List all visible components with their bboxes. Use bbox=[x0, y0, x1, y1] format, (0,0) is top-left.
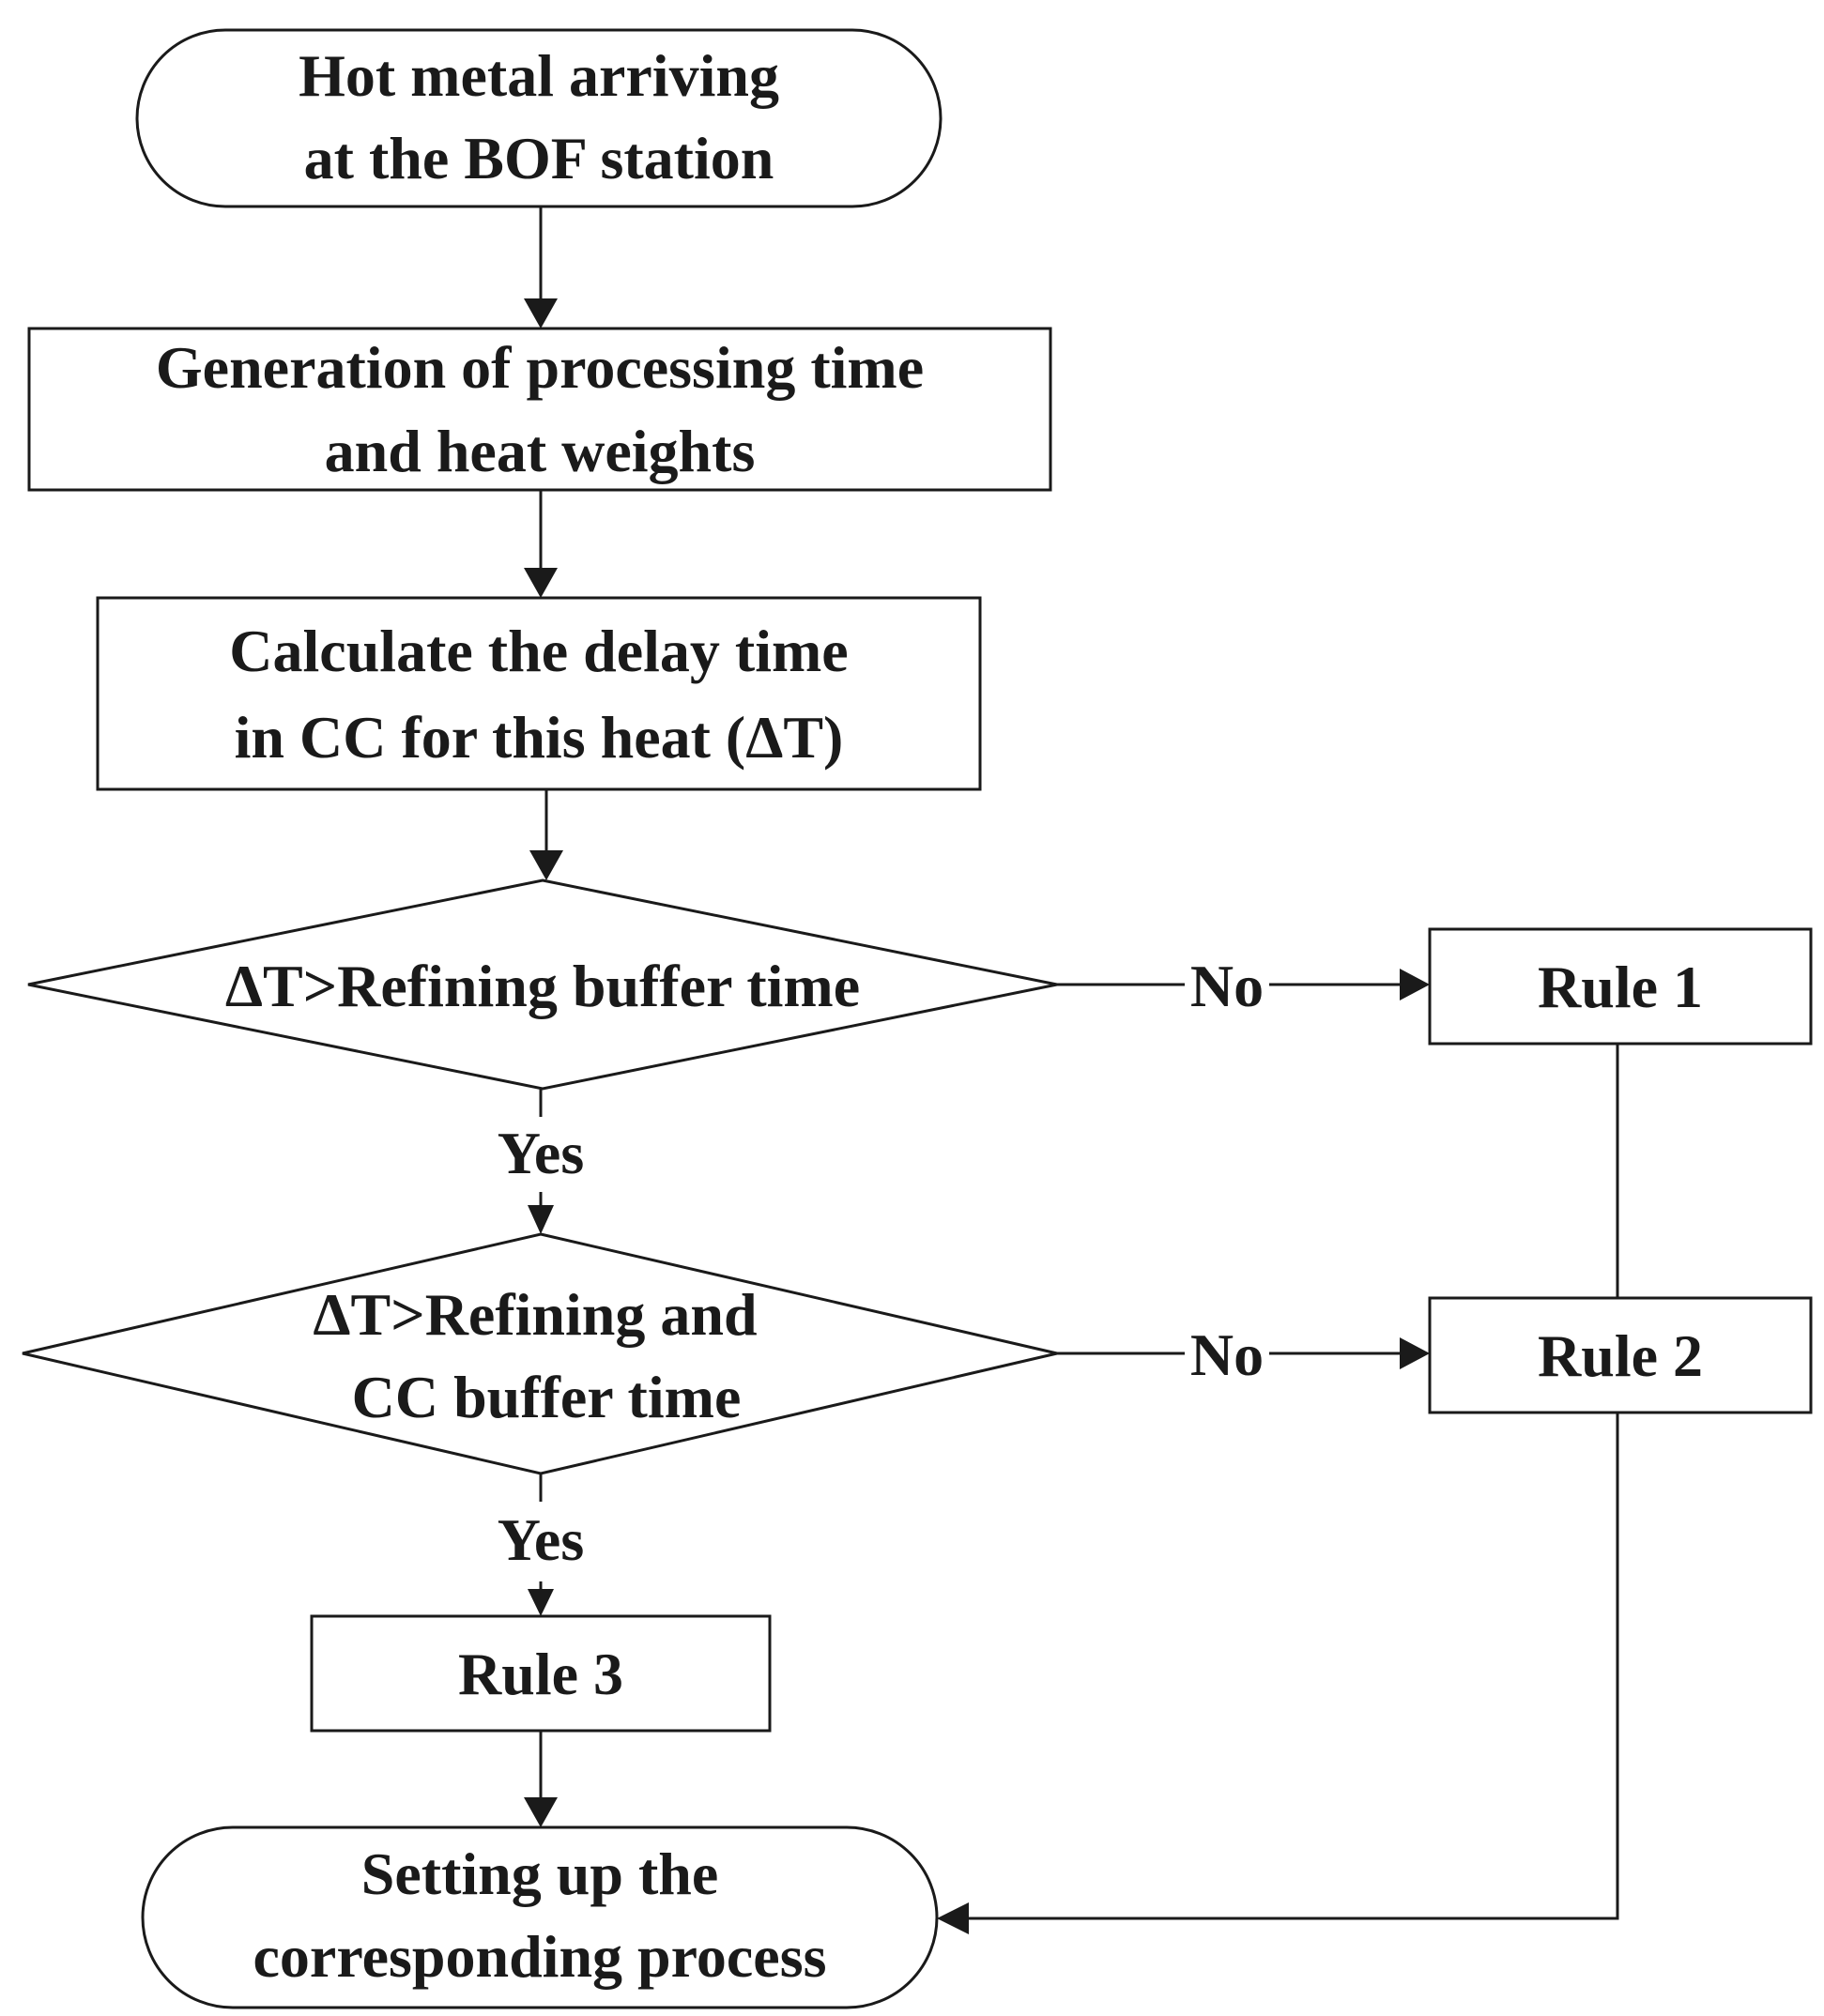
start-node: Hot metal arriving at the BOF station bbox=[135, 28, 943, 208]
decision-2-node: ΔT>Refining and CC buffer time bbox=[22, 1232, 1058, 1475]
connector-start-to-generation bbox=[524, 206, 558, 328]
decision-1-node: ΔT>Refining buffer time bbox=[27, 878, 1058, 1091]
calculate-node-line-1: Calculate the delay time bbox=[229, 618, 848, 684]
decision-1-line-1: ΔT>Refining buffer time bbox=[225, 953, 860, 1019]
rule-2-node: Rule 2 bbox=[1428, 1296, 1813, 1414]
generation-node-line-2: and heat weights bbox=[325, 418, 756, 484]
connector-rule-3-to-end bbox=[524, 1731, 558, 1827]
connector-decision-1-yes bbox=[528, 1089, 554, 1234]
rule-1-label: Rule 1 bbox=[1538, 954, 1703, 1020]
decision-2-yes-label: Yes bbox=[498, 1506, 584, 1573]
start-node-line-2: at the BOF station bbox=[304, 125, 774, 191]
connector-calculate-to-decision-1 bbox=[529, 789, 563, 880]
generation-node: Generation of processing time and heat w… bbox=[27, 327, 1052, 492]
decision-2-line-1: ΔT>Refining and bbox=[313, 1281, 757, 1348]
end-node: Setting up the corresponding process bbox=[141, 1825, 939, 2009]
connector-rule-2-to-end bbox=[937, 1413, 1619, 1934]
end-node-line-2: corresponding process bbox=[253, 1923, 827, 1990]
connector-generation-to-calculate bbox=[524, 490, 558, 598]
start-node-line-1: Hot metal arriving bbox=[299, 42, 779, 109]
connector-decision-1-no bbox=[1057, 969, 1430, 1000]
calculate-node-line-2: in CC for this heat (ΔT) bbox=[235, 704, 844, 771]
rule-3-node: Rule 3 bbox=[310, 1614, 772, 1733]
connector-decision-2-yes bbox=[528, 1474, 554, 1616]
decision-2-line-2: CC buffer time bbox=[352, 1364, 742, 1430]
rule-1-node: Rule 1 bbox=[1428, 927, 1813, 1046]
rule-3-label: Rule 3 bbox=[458, 1641, 623, 1707]
rule-2-label: Rule 2 bbox=[1538, 1322, 1703, 1389]
calculate-node: Calculate the delay time in CC for this … bbox=[96, 596, 982, 791]
end-node-line-1: Setting up the bbox=[361, 1840, 719, 1907]
connector-decision-2-no bbox=[1057, 1337, 1430, 1369]
decision-2-no-label: No bbox=[1190, 1321, 1264, 1388]
generation-node-line-1: Generation of processing time bbox=[156, 334, 924, 401]
decision-1-yes-label: Yes bbox=[498, 1120, 584, 1186]
decision-1-no-label: No bbox=[1190, 953, 1264, 1019]
